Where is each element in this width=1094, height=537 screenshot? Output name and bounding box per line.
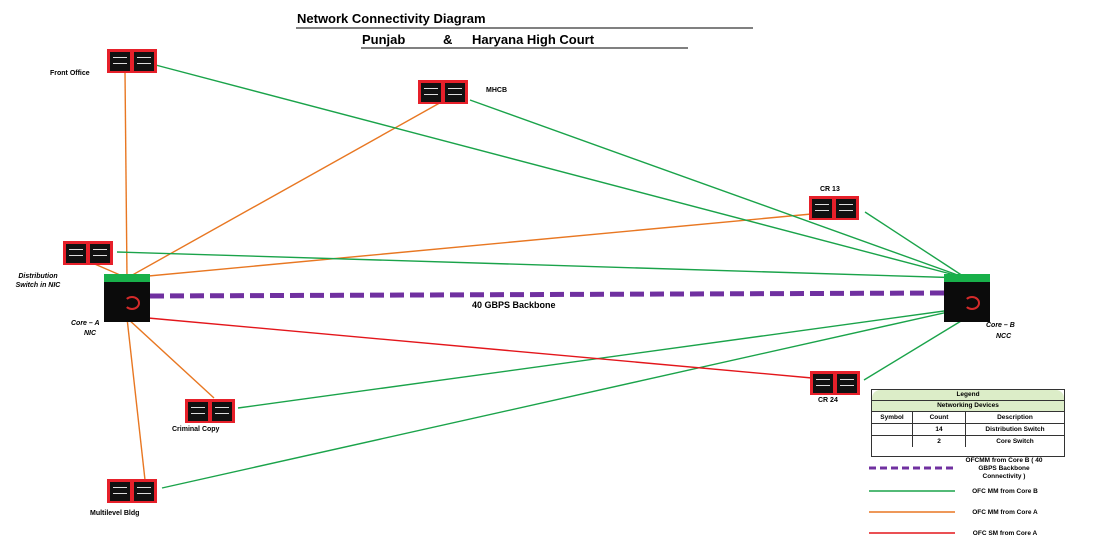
switch-cr13-icon (809, 196, 859, 220)
label-core-b-ncc: NCC (996, 333, 1012, 340)
link-core-b-criminal-copy (237, 307, 967, 409)
legend-header-row: Symbol Count Description (872, 412, 1064, 424)
legend-title: Legend (872, 390, 1064, 401)
switch-mhcb-icon (418, 80, 468, 104)
label-multilevel: Multilevel Bldg (90, 510, 140, 517)
legend-link-red-label: OFC SM from Core A (972, 530, 1038, 537)
label-distribution-switch: Distribution Switch in NIC (15, 273, 61, 289)
legend-subtitle: Networking Devices (872, 401, 1064, 412)
legend-col-symbol: Symbol (872, 412, 913, 423)
legend-symbol-cell (872, 424, 913, 435)
subtitle-punjab: Punjab (362, 32, 406, 47)
switch-multilevel-icon (107, 479, 157, 503)
subtitle-amp: & (443, 32, 453, 47)
link-core-a-cr24 (147, 317, 813, 379)
core-switch-a-icon (104, 274, 150, 322)
legend-row: 14 Distribution Switch (872, 424, 1064, 436)
link-core-a-front-office (124, 71, 128, 279)
legend-col-count: Count (913, 412, 966, 423)
link-core-a-multilevel (126, 317, 146, 481)
label-cr13: CR 13 (820, 186, 840, 193)
link-core-b-cr13 (864, 211, 967, 279)
link-core-b-front-office (147, 62, 967, 279)
link-core-a-mhcb (126, 99, 446, 279)
switch-criminal-copy-icon (185, 399, 235, 423)
core-switch-b-icon (944, 274, 990, 322)
legend-link-backbone-label: OFCMM from Core B ( 40 GBPS Backbone Con… (965, 457, 1043, 480)
legend-col-description: Description (997, 414, 1033, 421)
label-cr24: CR 24 (818, 397, 838, 404)
backbone-label: 40 GBPS Backbone (472, 300, 556, 310)
backbone-link (149, 290, 945, 299)
link-core-b-cr24 (863, 317, 967, 381)
label-core-a-nic: NIC (84, 330, 97, 337)
link-core-a-criminal-copy (126, 317, 215, 399)
diagram-title: Network Connectivity Diagram (297, 11, 486, 26)
legend-table: Legend Networking Devices Symbol Count D… (871, 389, 1065, 457)
legend-count: 14 (913, 424, 966, 435)
legend-link-green-label: OFC MM from Core B (972, 488, 1038, 495)
legend-symbol-cell (872, 436, 913, 447)
link-core-b-distribution (116, 251, 967, 279)
legend-count: 2 (913, 436, 966, 447)
label-core-b: Core – B (986, 322, 1015, 329)
label-criminal-copy: Criminal Copy (172, 426, 220, 433)
switch-distribution-icon (63, 241, 113, 265)
label-front-office: Front Office (50, 70, 90, 77)
legend-row: 2 Core Switch (872, 436, 1064, 447)
label-mhcb: MHCB (486, 87, 507, 94)
switch-front-office-icon (107, 49, 157, 73)
label-core-a: Core – A (71, 320, 100, 327)
link-core-b-mhcb (469, 99, 967, 279)
switch-cr24-icon (810, 371, 860, 395)
subtitle-haryana: Haryana High Court (472, 32, 595, 47)
link-core-b-multilevel (161, 307, 967, 489)
legend-description: Distribution Switch (985, 426, 1045, 433)
legend-description: Core Switch (996, 438, 1034, 445)
legend-link-orange-label: OFC MM from Core A (972, 509, 1038, 516)
link-core-a-cr13 (126, 211, 834, 279)
